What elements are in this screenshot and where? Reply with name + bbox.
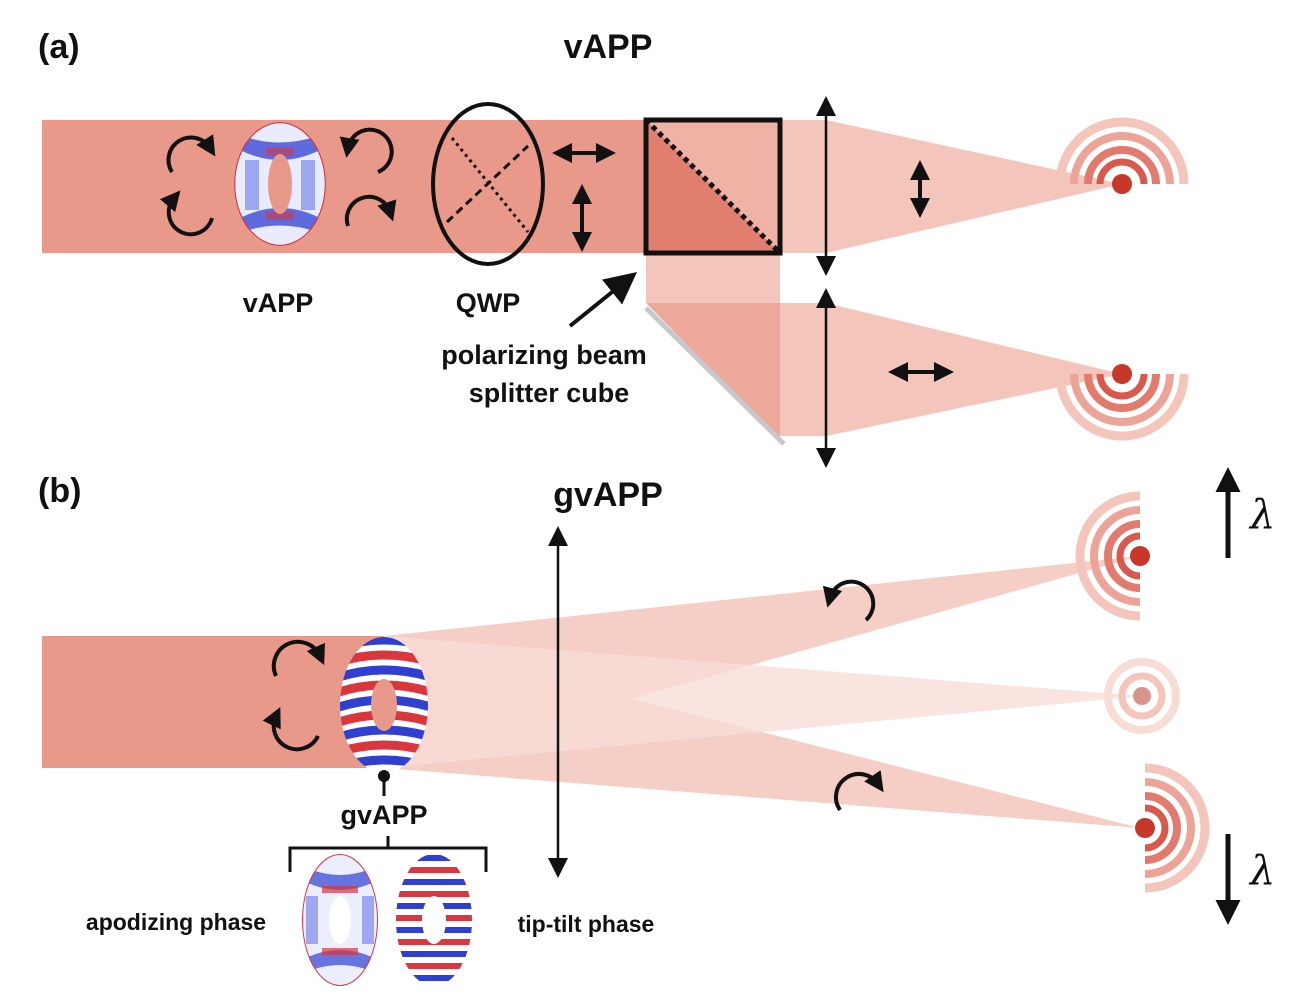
qwp-label: QWP (456, 288, 521, 318)
rotate-left-icon (159, 190, 214, 237)
tip-tilt-phase-plate (396, 854, 472, 986)
transmitted-beam (782, 120, 826, 253)
panel-b-title: gvAPP (553, 476, 663, 514)
rotate-left-icon (339, 127, 394, 174)
panel-a: (a) vAPP vAPP (38, 28, 1189, 468)
lambda-down-label: λ (1248, 848, 1275, 894)
vapp-phase-plate (234, 122, 326, 246)
transmitted-cone (826, 120, 1122, 253)
tip-tilt-phase-label: tip-tilt phase (518, 911, 655, 937)
gvapp-pointer-dot (378, 770, 390, 782)
rotate-left-icon (262, 706, 320, 752)
apodizing-phase-plate (302, 854, 378, 986)
apodizing-phase-label: apodizing phase (86, 909, 266, 935)
rotate-right-icon (834, 770, 884, 812)
fold-mirror (644, 306, 786, 446)
reflected-beam-down (646, 253, 780, 303)
rotate-right-icon (271, 639, 325, 677)
input-beam-a (42, 120, 648, 253)
gvapp-label: gvAPP (340, 800, 427, 830)
cone-leakage (384, 636, 1142, 768)
circular-polarization-icons-a (159, 127, 397, 237)
reflected-cone (826, 303, 1122, 436)
polarizing-beam-splitter-cube (643, 117, 783, 256)
psf-top-b (1075, 491, 1150, 621)
panel-b-tag: (b) (38, 472, 81, 510)
psf-bottom-b (1135, 763, 1210, 893)
rotate-right-icon (344, 194, 397, 227)
pbs-label-line2: splitter cube (469, 378, 630, 408)
psf-upper (1055, 117, 1189, 194)
psf-lower (1055, 364, 1189, 441)
psf-leakage (1104, 658, 1180, 734)
circular-polarization-icons-b (262, 579, 884, 812)
reflected-beam-right (780, 303, 826, 436)
lambda-up-label: λ (1248, 492, 1275, 538)
pbs-label-line1: polarizing beam (441, 340, 647, 370)
input-beam-b (42, 636, 384, 768)
panel-a-tag: (a) (38, 28, 80, 66)
vapp-label: vAPP (243, 288, 314, 318)
rotate-left-icon (822, 579, 876, 622)
pbs-pointer-arrow (568, 271, 637, 328)
qwp-element (431, 102, 545, 266)
panel-b: (b) gvAPP (38, 467, 1275, 986)
rotate-right-icon (166, 134, 216, 174)
panel-a-title: vAPP (564, 28, 653, 66)
